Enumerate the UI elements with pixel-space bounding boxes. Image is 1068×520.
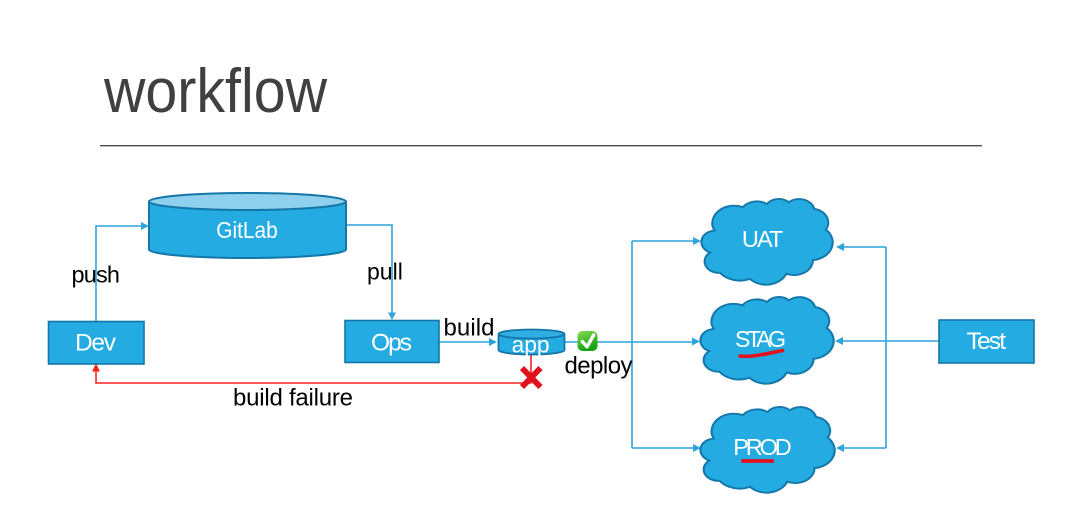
svg-text:workflow: workflow: [103, 57, 327, 126]
svg-text:build: build: [444, 315, 495, 342]
svg-text:build failure: build failure: [233, 385, 353, 412]
svg-text:UAT: UAT: [742, 226, 784, 252]
svg-text:app: app: [512, 332, 550, 358]
svg-text:push: push: [72, 262, 121, 288]
svg-text:Dev: Dev: [75, 330, 117, 357]
svg-text:pull: pull: [367, 259, 403, 285]
svg-text:STAG: STAG: [735, 326, 786, 352]
svg-text:GitLab: GitLab: [216, 217, 278, 243]
svg-text:Test: Test: [967, 328, 1007, 355]
svg-text:deploy: deploy: [565, 353, 633, 380]
svg-text:Ops: Ops: [371, 330, 412, 357]
svg-text:PROD: PROD: [733, 434, 792, 460]
